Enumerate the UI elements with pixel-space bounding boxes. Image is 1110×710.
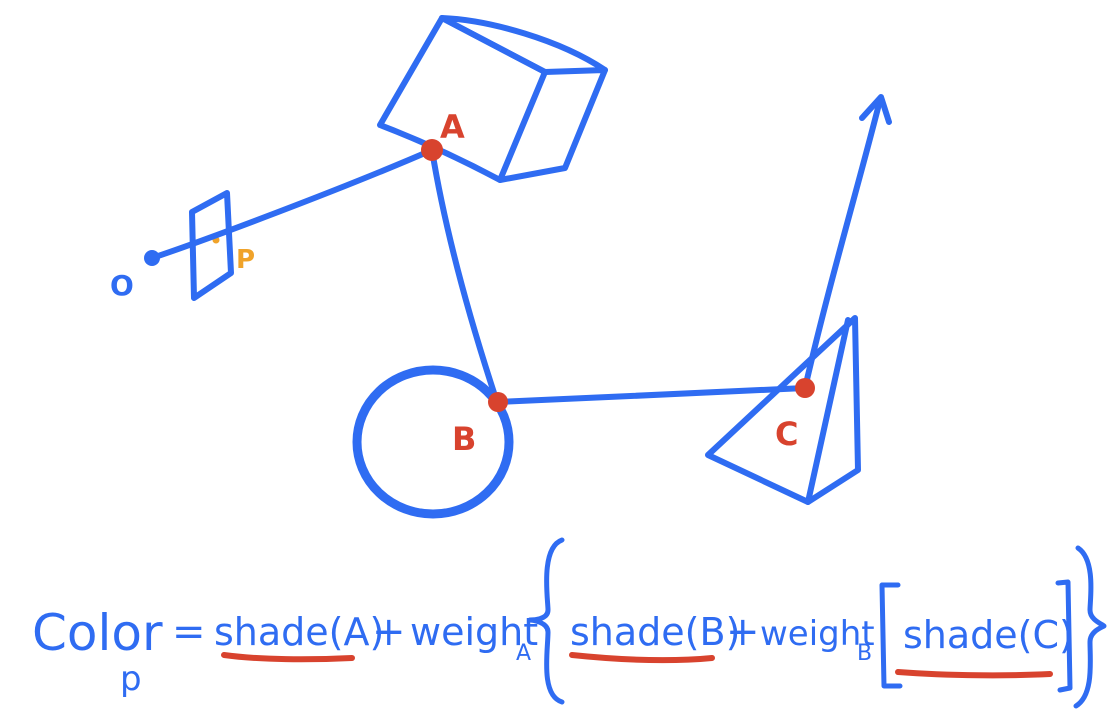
formula-plus-1: + bbox=[372, 609, 406, 655]
formula-plus-2: + bbox=[726, 609, 760, 655]
cube-object bbox=[377, 15, 608, 183]
arrow-head-icon bbox=[859, 94, 892, 125]
underline-shade-c bbox=[895, 669, 1053, 679]
pixel-label: P bbox=[236, 245, 255, 275]
underline-shade-a bbox=[221, 652, 355, 663]
ray-c-out bbox=[802, 97, 883, 391]
primary-ray bbox=[149, 147, 435, 261]
curly-brace-open bbox=[527, 537, 565, 705]
underline-shade-b bbox=[569, 652, 715, 664]
ray-b-to-c bbox=[494, 385, 808, 405]
color-formula: Color p = shade(A) + weight A shade(B) +… bbox=[32, 537, 1107, 709]
label-c: C bbox=[775, 415, 798, 453]
formula-weight-b-sub: B bbox=[857, 641, 872, 666]
formula-weight-b: weight bbox=[760, 614, 875, 654]
formula-equals: = bbox=[172, 609, 206, 655]
formula-shade-c: shade(C) bbox=[903, 613, 1074, 657]
square-bracket-open bbox=[879, 582, 903, 689]
formula-color: Color bbox=[32, 604, 163, 662]
label-a: A bbox=[440, 108, 465, 146]
ray-a-to-b bbox=[429, 147, 500, 405]
formula-shade-b: shade(B) bbox=[570, 610, 740, 654]
hit-point-c bbox=[795, 378, 815, 398]
hit-point-a bbox=[421, 139, 443, 161]
label-b: B bbox=[452, 420, 476, 458]
formula-shade-a: shade(A) bbox=[214, 610, 384, 654]
hit-point-b bbox=[488, 392, 508, 412]
image-plane bbox=[189, 190, 234, 301]
formula-weight-a-sub: A bbox=[516, 641, 531, 666]
cone-object bbox=[705, 315, 861, 505]
origin-label: O bbox=[110, 269, 134, 302]
formula-color-sub: p bbox=[120, 659, 142, 699]
curly-brace-close bbox=[1073, 545, 1107, 709]
square-bracket-close bbox=[1055, 579, 1073, 693]
sphere-object bbox=[352, 365, 514, 519]
formula-weight-a: weight bbox=[410, 610, 538, 654]
